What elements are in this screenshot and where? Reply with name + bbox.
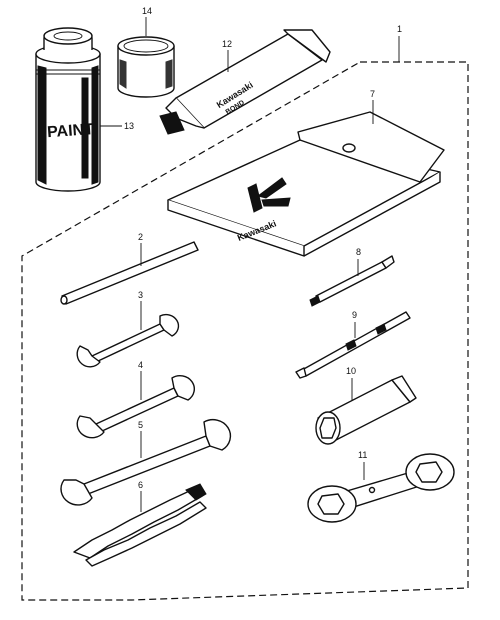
part-7-tool-pouch [167, 111, 445, 257]
part-8-screwdriver [309, 255, 395, 307]
callout-4: 4 [138, 360, 143, 370]
callout-5: 5 [138, 420, 143, 430]
callout-1: 1 [397, 24, 402, 34]
callout-2: 2 [138, 232, 143, 242]
callout-11: 11 [358, 450, 367, 460]
part-12-bond-tube [159, 29, 331, 135]
callout-13: 13 [124, 121, 134, 131]
part-11-ring-spanner [307, 453, 455, 523]
callout-14: 14 [142, 6, 152, 16]
part-14-can [117, 36, 175, 98]
part-4-medium-wrench [76, 375, 195, 439]
callout-9: 9 [352, 310, 357, 320]
callout-12: 12 [222, 39, 232, 49]
kit-boundary-dashed [21, 61, 469, 601]
callout-8: 8 [356, 247, 361, 257]
callout-3: 3 [138, 290, 143, 300]
callout-10: 10 [346, 366, 356, 376]
callout-6: 6 [138, 480, 143, 490]
callout-7: 7 [370, 89, 375, 99]
part-9-screwdriver-handle [295, 311, 411, 379]
part-13-paint-spray-can [35, 27, 101, 192]
part-6-pliers [73, 483, 207, 567]
part-5-large-wrench [60, 418, 232, 506]
part-10-socket-wrench [315, 375, 417, 445]
part-2-rod [60, 241, 199, 305]
part-3-small-wrench [76, 313, 180, 368]
paint-can-label: PAINT [47, 121, 95, 141]
